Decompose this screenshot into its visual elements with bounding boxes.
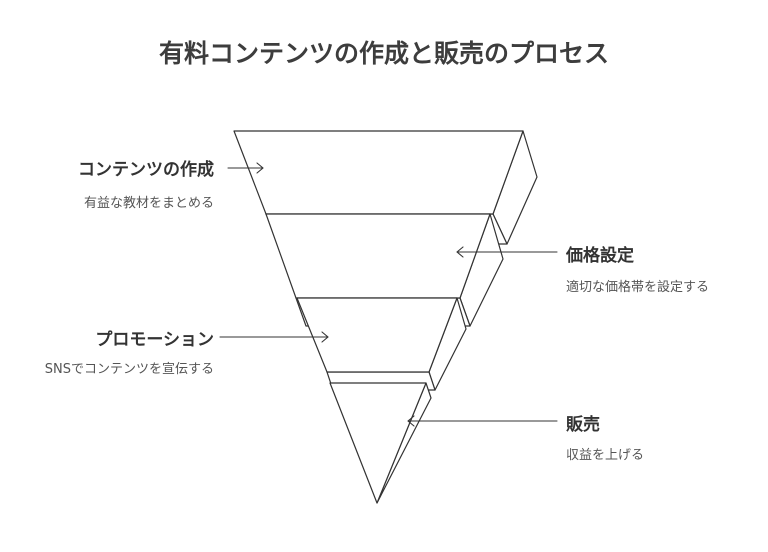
arrow-left-icon [456,246,464,258]
connector-sales [407,415,558,427]
stage-description-sales: 収益を上げる [566,448,645,463]
stage-description-content-creation: 有益な教材をまとめる [83,196,214,211]
funnel-layer-3-front [296,297,458,373]
stage-label-promotion: プロモーション [95,330,214,350]
connector-pricing [456,246,558,258]
connector-promotion [219,331,329,343]
diagram-title: 有料コンテンツの作成と販売のプロセス [158,39,609,68]
funnel-layer-sales [329,382,432,504]
funnel-layer-4-front [329,382,427,504]
stage-label-pricing: 価格設定 [566,246,634,266]
stage-description-promotion: SNSでコンテンツを宣伝する [44,362,214,377]
stage-label-sales: 販売 [566,415,600,435]
stage-description-pricing: 適切な価格帯を設定する [566,280,710,295]
funnel-layer-2-front [265,213,491,299]
funnel-layer-1-front [233,130,524,215]
funnel-layer-promotion [296,297,467,391]
arrow-left-icon [407,415,415,427]
connector-content-creation [227,162,264,174]
stage-label-content-creation: コンテンツの作成 [78,160,214,180]
arrow-right-icon [256,162,264,174]
arrow-right-icon [321,331,329,343]
